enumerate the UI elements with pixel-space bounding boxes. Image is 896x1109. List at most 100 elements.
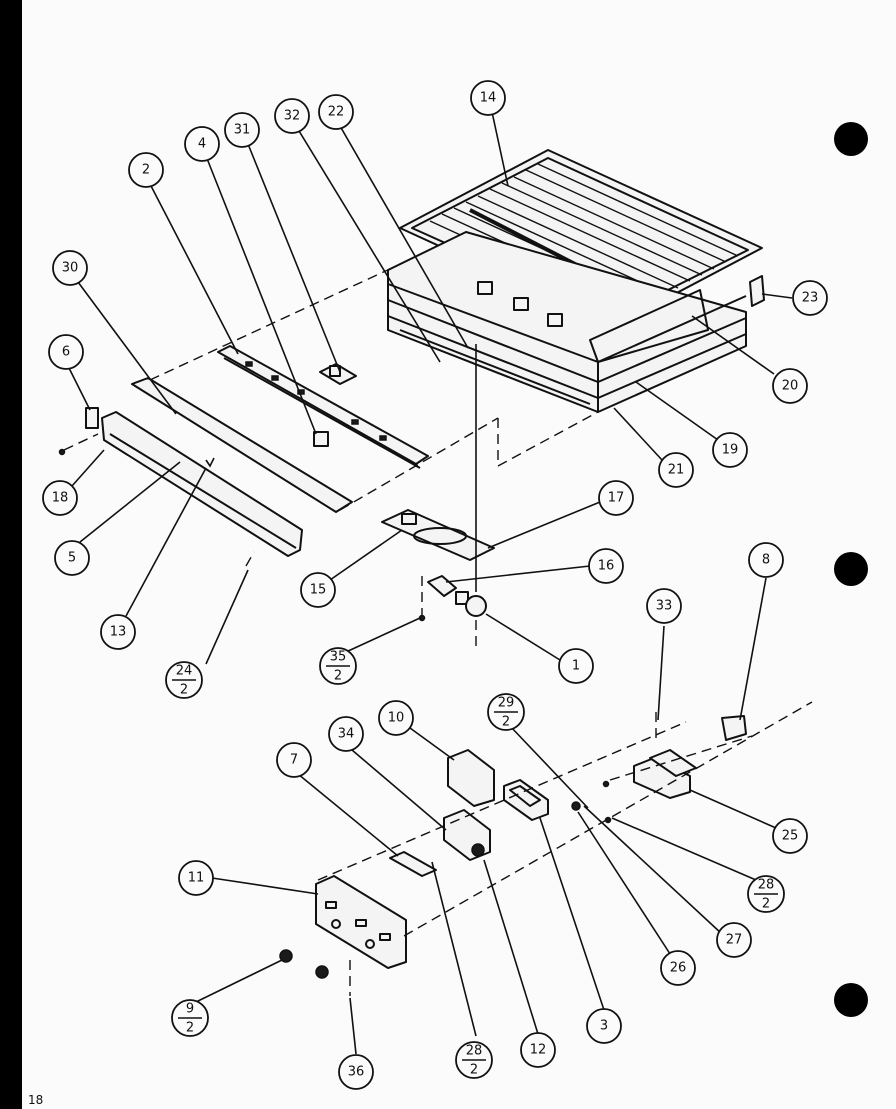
svg-text:20: 20 bbox=[782, 379, 799, 394]
svg-text:16: 16 bbox=[598, 559, 615, 574]
svg-text:13: 13 bbox=[110, 625, 127, 640]
part-36-knob bbox=[315, 960, 351, 996]
svg-text:11: 11 bbox=[188, 871, 205, 886]
svg-text:2: 2 bbox=[470, 1063, 478, 1078]
callout-26: 26 bbox=[660, 950, 696, 986]
callout-15: 15 bbox=[300, 572, 336, 608]
part-35-screw bbox=[418, 576, 426, 622]
svg-text:2: 2 bbox=[180, 683, 188, 698]
part-13-screw bbox=[205, 457, 215, 468]
svg-text:7: 7 bbox=[290, 753, 298, 768]
svg-text:17: 17 bbox=[608, 491, 625, 506]
svg-text:4: 4 bbox=[198, 137, 206, 152]
callout-36: 36 bbox=[338, 1054, 374, 1090]
svg-text:19: 19 bbox=[722, 443, 739, 458]
svg-text:26: 26 bbox=[670, 961, 687, 976]
svg-text:23: 23 bbox=[802, 291, 819, 306]
callout-23: 23 bbox=[792, 280, 828, 316]
part-18-screw bbox=[58, 433, 99, 456]
svg-text:2: 2 bbox=[762, 897, 770, 912]
svg-text:8: 8 bbox=[762, 553, 770, 568]
callout-30: 30 bbox=[52, 250, 88, 286]
svg-text:32: 32 bbox=[284, 109, 301, 124]
svg-text:9: 9 bbox=[186, 1002, 194, 1017]
svg-text:28: 28 bbox=[758, 878, 775, 893]
callout-6: 6 bbox=[48, 334, 84, 370]
part-26-27-fasteners bbox=[571, 780, 612, 824]
part-14-shelf-grille bbox=[399, 149, 763, 327]
svg-text:10: 10 bbox=[388, 711, 405, 726]
callout-32: 32 bbox=[274, 98, 310, 134]
part-8-clip bbox=[721, 715, 747, 741]
part-15-light-housing bbox=[381, 509, 495, 561]
callout-21: 21 bbox=[658, 452, 694, 488]
svg-text:31: 31 bbox=[234, 123, 251, 138]
svg-text:27: 27 bbox=[726, 933, 743, 948]
callout-12: 12 bbox=[520, 1032, 556, 1068]
svg-text:3: 3 bbox=[600, 1019, 608, 1034]
callout-8: 8 bbox=[748, 542, 784, 578]
punch-hole-middle bbox=[834, 552, 868, 586]
callout-16: 16 bbox=[588, 548, 624, 584]
part-20-21-19-housing bbox=[387, 231, 747, 413]
svg-text:21: 21 bbox=[668, 463, 685, 478]
callout-33: 33 bbox=[646, 588, 682, 624]
callout-4: 4 bbox=[184, 126, 220, 162]
part-5-trim-channel bbox=[101, 411, 303, 557]
svg-text:29: 29 bbox=[498, 696, 515, 711]
svg-text:36: 36 bbox=[348, 1065, 365, 1080]
callout-11: 11 bbox=[178, 860, 214, 896]
svg-text:33: 33 bbox=[656, 599, 673, 614]
part-6-end-cap bbox=[85, 407, 99, 429]
callout-18: 18 bbox=[42, 480, 78, 516]
svg-text:2: 2 bbox=[334, 669, 342, 684]
punch-hole-top bbox=[834, 122, 868, 156]
callout-2: 2 bbox=[128, 152, 164, 188]
part-34-switch-housing bbox=[443, 809, 491, 861]
svg-text:1: 1 bbox=[572, 659, 580, 674]
svg-text:30: 30 bbox=[62, 261, 79, 276]
callout-9-2: 9 2 bbox=[171, 999, 209, 1037]
part-30-front-trim bbox=[131, 377, 353, 513]
callout-13: 13 bbox=[100, 614, 136, 650]
svg-text:35: 35 bbox=[330, 650, 347, 665]
callout-1: 1 bbox=[558, 648, 594, 684]
svg-text:28: 28 bbox=[466, 1044, 483, 1059]
part-23-clip bbox=[749, 275, 765, 307]
svg-text:15: 15 bbox=[310, 583, 327, 598]
svg-text:14: 14 bbox=[480, 91, 497, 106]
callout-20: 20 bbox=[772, 368, 808, 404]
callout-19: 19 bbox=[712, 432, 748, 468]
part-11-control-panel bbox=[315, 875, 407, 969]
callout-29-2: 29 2 bbox=[487, 693, 525, 731]
callout-3: 3 bbox=[586, 1008, 622, 1044]
callout-7: 7 bbox=[276, 742, 312, 778]
assembly-alignment-lines bbox=[149, 267, 813, 937]
callout-5: 5 bbox=[54, 540, 90, 576]
callout-31: 31 bbox=[224, 112, 260, 148]
callout-14: 14 bbox=[470, 80, 506, 116]
punch-hole-bottom bbox=[834, 983, 868, 1017]
part-3-gasket bbox=[503, 779, 549, 821]
part-24-screw bbox=[245, 551, 255, 567]
callout-27: 27 bbox=[716, 922, 752, 958]
svg-text:24: 24 bbox=[176, 664, 193, 679]
part-2-rail bbox=[217, 345, 429, 469]
callout-24-2: 24 2 bbox=[165, 661, 203, 699]
callout-22: 22 bbox=[318, 94, 354, 130]
callout-25: 25 bbox=[772, 818, 808, 854]
part-7-bracket bbox=[389, 851, 437, 877]
svg-text:5: 5 bbox=[68, 551, 76, 566]
part-1-bulb bbox=[465, 595, 487, 646]
svg-text:2: 2 bbox=[142, 163, 150, 178]
part-4-fastener bbox=[313, 431, 329, 447]
callout-34: 34 bbox=[328, 716, 364, 752]
callout-17: 17 bbox=[598, 480, 634, 516]
svg-text:25: 25 bbox=[782, 829, 799, 844]
callout-28-2-right: 28 2 bbox=[747, 875, 785, 913]
callout-35-2: 35 2 bbox=[319, 647, 357, 685]
svg-text:2: 2 bbox=[186, 1021, 194, 1036]
svg-text:6: 6 bbox=[62, 345, 70, 360]
callout-28-2-bottom: 28 2 bbox=[455, 1041, 493, 1079]
